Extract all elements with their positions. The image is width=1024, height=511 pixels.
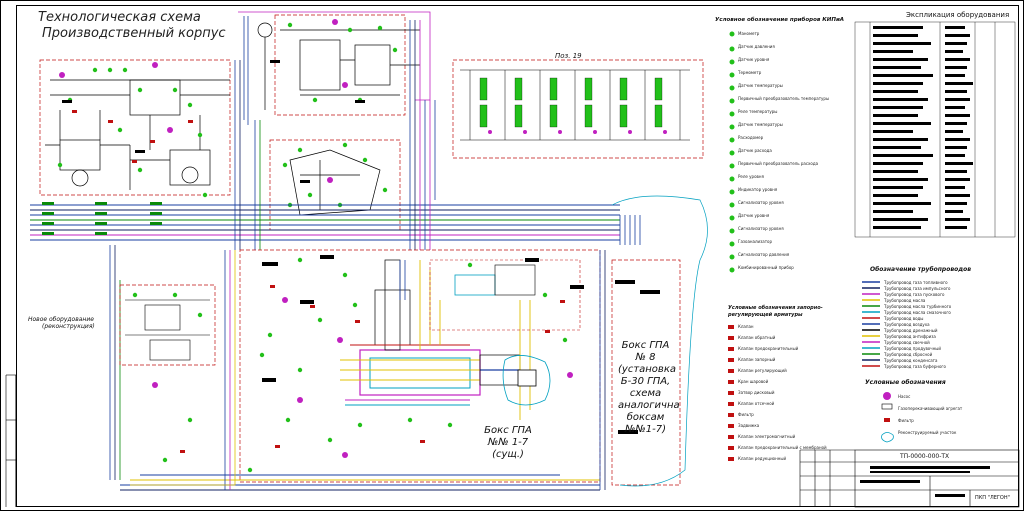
zone-pos19 (452, 59, 704, 159)
box-gpa-8-line: боксам (626, 412, 665, 423)
valve-legend-item: Задвижка (738, 423, 760, 428)
zone-new-equipment (119, 284, 216, 366)
valve-legend-item: Клапан обратный (738, 335, 776, 340)
general-legend-item: Насос (898, 394, 911, 399)
new-equipment-sublabel: (реконструкция) (42, 323, 95, 330)
pipe-legend-item: Трубопровод продувочный (884, 346, 941, 351)
kip-legend-title: Условное обозначение приборов КИПиА (715, 17, 845, 23)
box-gpa-1-7-line: №№ 1-7 (487, 437, 529, 448)
valve-legend-symbols (728, 325, 734, 461)
valve-legend-title: Условные обозначения запорно-регулирующе… (728, 305, 823, 318)
pipe-bus-bottom (120, 474, 600, 491)
title-line-1: Технологическая схема (38, 10, 201, 25)
box-gpa-8-line: (установка (618, 364, 676, 375)
pipe-bus-horizontal (30, 204, 620, 241)
drawing-title: Технологическая схема Производственный к… (38, 10, 226, 42)
kip-legend-item: Датчик уровня (738, 57, 770, 62)
valve-legend-item: Клапан запорный (738, 357, 776, 362)
box-gpa-1-7-line: (сущ.) (492, 449, 524, 460)
kip-legend-item: Датчик уровня (738, 213, 770, 218)
zone-middle-center (269, 139, 401, 231)
kip-legend-item: Датчик давления (738, 44, 775, 49)
valve-legend-item: Клапан редукционный (738, 456, 787, 461)
pipe-legend-title: Обозначение трубопроводов (870, 266, 972, 273)
pipe-legend-item: Трубопровод масла турбинного (884, 304, 952, 309)
valve-legend-item: Клапан электромагнитный (738, 434, 796, 439)
pipe-legend-item: Трубопровод сбросной (884, 352, 933, 357)
box-gpa-8-line: Бокс ГПА (621, 340, 670, 351)
box-gpa-1-7-line: Бокс ГПА (484, 425, 532, 436)
pipe-legend-item: Трубопровод масла смазочного (884, 310, 951, 315)
general-legend-item: Фильтр (898, 418, 914, 423)
valve-legend-item: Клапан отсечной (738, 401, 775, 406)
pipe-legend-item: Трубопровод газа буферного (884, 364, 946, 369)
box-gpa-8-line: №№1-7) (624, 424, 667, 435)
pipe-legend-item: Трубопровод воздуха (884, 322, 930, 327)
valve-legend-item: Клапан предохранительный (738, 346, 799, 351)
kip-legend-item: Датчик расхода (738, 148, 772, 153)
stamp-org: ПКП "ЛЕГОН" (975, 495, 1010, 501)
pipe-legend-item: Трубопровод конденсата (884, 358, 938, 363)
kip-legend-item: Первичный преобразователь расхода (738, 161, 819, 166)
title-line-2: Производственный корпус (42, 26, 226, 41)
pipe-legend-item: Трубопровод масла (884, 298, 926, 303)
general-legend-symbols (881, 392, 894, 443)
general-legend-item: Реконструируемый участок (898, 430, 957, 435)
box-gpa-8-line: Б-30 ГПА, (620, 376, 671, 387)
new-equipment-label: Новое оборудование (28, 316, 94, 323)
drawing-frame (16, 5, 1019, 507)
kip-legend-item: Первичный преобразователь температуры (738, 96, 830, 101)
kip-legend-item: Сигнализатор давления (738, 252, 790, 257)
box-gpa-8-line: аналогична (618, 400, 680, 411)
pipe-legend-item: Трубопровод свечной (884, 340, 930, 345)
kip-legend-item: Манометр (738, 31, 760, 36)
pipe-legend-item: Трубопровод дренажный (884, 328, 938, 333)
kip-legend-item: Индикатор уровня (738, 187, 778, 192)
zone-top-left (39, 59, 231, 196)
kip-legend-symbols (729, 31, 735, 273)
pipe-legend-item: Трубопровод воды (884, 316, 924, 321)
kip-legend-item: Комбинированный прибор (738, 265, 794, 270)
title-stamp (799, 449, 1020, 508)
kip-legend-item: Термометр (738, 70, 762, 75)
stamp-code: ТП-0000-000-ТХ (900, 453, 950, 460)
general-legend-title: Условные обозначения (865, 379, 946, 386)
explication-rows (873, 26, 973, 229)
kip-legend-item: Реле уровня (738, 174, 764, 179)
kip-legend-item: Датчик температуры (738, 122, 783, 127)
explication-table (854, 21, 1016, 238)
pipe-legend-lines (862, 281, 880, 367)
pipe-legend-item: Трубопровод газа пускового (884, 292, 945, 297)
pos19-label: Поз. 19 (555, 52, 582, 60)
general-legend-item: Газоперекачивающий агрегат (898, 406, 963, 411)
valve-legend-item: Клапан регулирующий (738, 368, 787, 373)
valve-legend-item: Кран шаровой (738, 379, 769, 384)
valve-legend-item: Клапан предохранительный с мембраной (738, 445, 827, 450)
explication-title: Экспликация оборудования (906, 11, 1010, 19)
kip-legend-item: Сигнализатор уровня (738, 200, 784, 205)
kip-legend-item: Газоанализатор (738, 239, 773, 244)
zone-box-gpa-8 (611, 259, 681, 486)
pipe-legend-item: Трубопровод газа топливного (884, 280, 948, 285)
box-gpa-8-line: схема (629, 388, 662, 399)
pipe-legend-item: Трубопровод антифриза (884, 334, 936, 339)
valve-legend-item: Фильтр (738, 412, 754, 417)
kip-legend-item: Датчик температуры (738, 83, 783, 88)
box-gpa-8-line: № 8 (635, 352, 656, 363)
pipe-legend-item: Трубопровод газа импульсного (884, 286, 951, 291)
valve-legend-item: Затвор дисковый (738, 390, 775, 395)
kip-legend-item: Расходомер (738, 135, 764, 140)
kip-legend-item: Реле температуры (738, 109, 778, 114)
kip-legend-item: Сигнализатор уровня (738, 226, 784, 231)
valve-legend-item: Клапан (738, 324, 754, 329)
